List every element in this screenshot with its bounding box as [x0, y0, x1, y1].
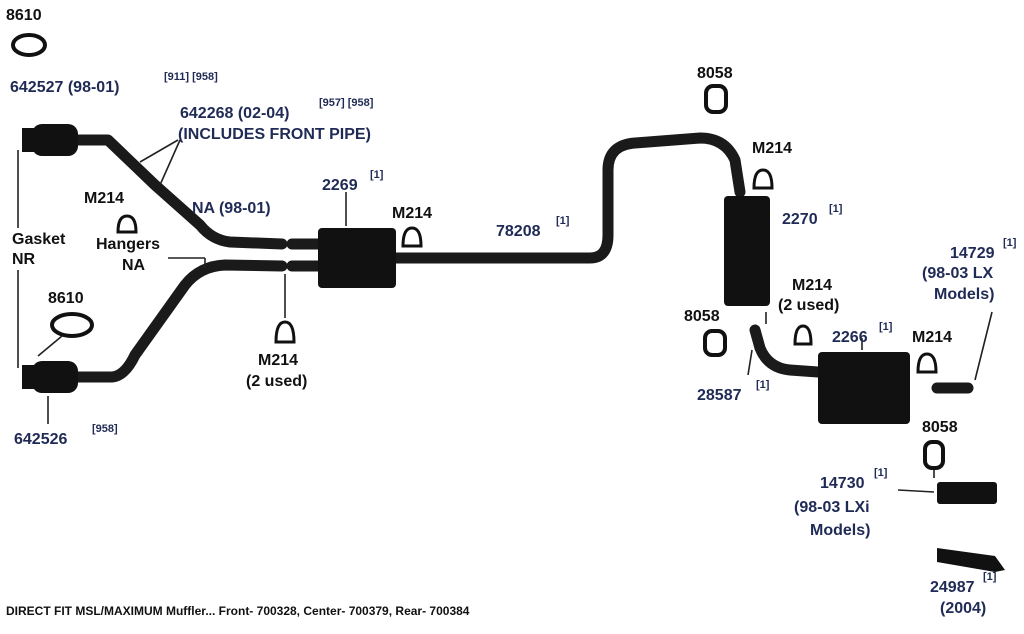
hanger-icon: [916, 352, 938, 374]
label-tip-lx-sup: [1]: [1003, 237, 1017, 249]
label-tip-lxi-note1: (98-03 LXi: [794, 499, 870, 516]
label-conv-lower-sup: [958]: [92, 423, 118, 435]
isolator-icon: [704, 84, 728, 114]
catalytic-converter-upper: [22, 124, 78, 156]
label-mid-pipe-sup: [1]: [556, 215, 570, 227]
label-muffler-front-sup: [1]: [370, 169, 384, 181]
front-pipe-lower: [72, 259, 288, 383]
label-clamp-rear: 28587: [697, 387, 742, 404]
leader-clamp-mid: [37, 335, 63, 357]
label-tip-lxi-sup: [1]: [874, 467, 888, 479]
center-to-rear-pipe: [749, 324, 824, 378]
hanger-center: [793, 324, 813, 346]
isolator-icon: [923, 440, 945, 470]
isolator-icon: [703, 329, 727, 357]
label-front-pipe: 642268 (02-04): [180, 105, 289, 122]
label-gasket-nr: NR: [12, 251, 36, 268]
hanger-icon: [793, 324, 813, 346]
label-mid-pipe: 78208: [496, 223, 541, 240]
label-includes-front-pipe: (INCLUDES FRONT PIPE): [178, 126, 371, 143]
hanger-icon: [116, 214, 138, 234]
muffler-center: [724, 196, 770, 306]
label-conv-lower: 642526: [14, 431, 67, 448]
label-hanger-center: M214: [792, 277, 832, 294]
clamp-icon: [50, 312, 94, 338]
front-pipe-upper: [72, 134, 288, 250]
hanger-left: [116, 214, 138, 234]
label-muffler-front: 2269: [322, 177, 358, 194]
label-hanger-bottom: M214: [258, 352, 298, 369]
hanger-icon: [274, 320, 296, 344]
label-tip-lx-note1: (98-03 LX: [922, 265, 993, 282]
label-hangers: Hangers: [96, 236, 160, 253]
isolator-top-right: [704, 84, 728, 114]
label-isolator-rear-low: 8058: [922, 419, 958, 436]
label-tip-lxi: 14730: [820, 475, 865, 492]
label-muffler-center-sup: [1]: [829, 203, 843, 215]
label-conv-upper-sup: [911] [958]: [164, 71, 218, 83]
label-hanger-left: M214: [84, 190, 124, 207]
label-clamp-rear-sup: [1]: [756, 379, 770, 391]
label-front-pipe-sup: [957] [958]: [319, 97, 374, 109]
catalytic-converter-lower: [22, 361, 78, 393]
leader-tip-lxi: [897, 489, 935, 493]
leader-front-pipe: [139, 139, 181, 186]
hanger-front-muffler: [401, 226, 423, 248]
muffler-front: [318, 228, 396, 288]
tip-lxi: [937, 482, 997, 504]
label-hanger-front-muffler: M214: [392, 205, 432, 222]
label-clamp-mid: 8610: [48, 290, 84, 307]
footer-muffler-note: DIRECT FIT MSL/MAXIMUM Muffler... Front-…: [6, 604, 470, 618]
hanger-bottom: [274, 320, 296, 344]
label-tip-lx-note2: Models): [934, 286, 994, 303]
catalytic-converter-icon: [32, 124, 78, 156]
label-hanger-bottom-note: (2 used): [246, 373, 307, 390]
label-tip-2004-note: (2004): [940, 600, 986, 617]
clamp-top-8610: [11, 33, 47, 57]
label-clamp-top: 8610: [6, 7, 42, 24]
hanger-rear: [916, 352, 938, 374]
isolator-rear-low: [923, 440, 945, 470]
label-hanger-over-pipe: M214: [752, 140, 792, 157]
hanger-icon: [401, 226, 423, 248]
label-na-9801: NA (98-01): [192, 200, 271, 217]
leader-tip-lx: [974, 311, 993, 381]
label-gasket: Gasket: [12, 231, 66, 248]
label-conv-upper: 642527 (98-01): [10, 79, 119, 96]
tip-2004: [937, 548, 1005, 572]
catalytic-converter-icon: [32, 361, 78, 393]
label-isolator-left-rear: 8058: [684, 308, 720, 325]
hanger-over-pipe: [752, 168, 774, 190]
label-muffler-rear: 2266: [832, 329, 868, 346]
label-tip-2004: 24987: [930, 579, 975, 596]
hanger-icon: [752, 168, 774, 190]
label-muffler-center: 2270: [782, 211, 818, 228]
muffler-rear: [818, 352, 910, 424]
label-isolator-top-right: 8058: [697, 65, 733, 82]
label-muffler-rear-sup: [1]: [879, 321, 893, 333]
clamp-icon: [11, 33, 47, 57]
label-hangers-na: NA: [122, 257, 146, 274]
label-hanger-rear: M214: [912, 329, 952, 346]
label-tip-lx: 14729: [950, 245, 995, 262]
label-tip-2004-sup: [1]: [983, 571, 997, 583]
leader-hangers-na: [168, 257, 206, 268]
leader-clamp-rear: [747, 349, 753, 376]
label-tip-lxi-note2: Models): [810, 522, 870, 539]
clamp-mid-8610: [50, 312, 94, 338]
label-hanger-center-note: (2 used): [778, 297, 839, 314]
mid-pipe: [389, 132, 746, 264]
isolator-left-rear: [703, 329, 727, 357]
